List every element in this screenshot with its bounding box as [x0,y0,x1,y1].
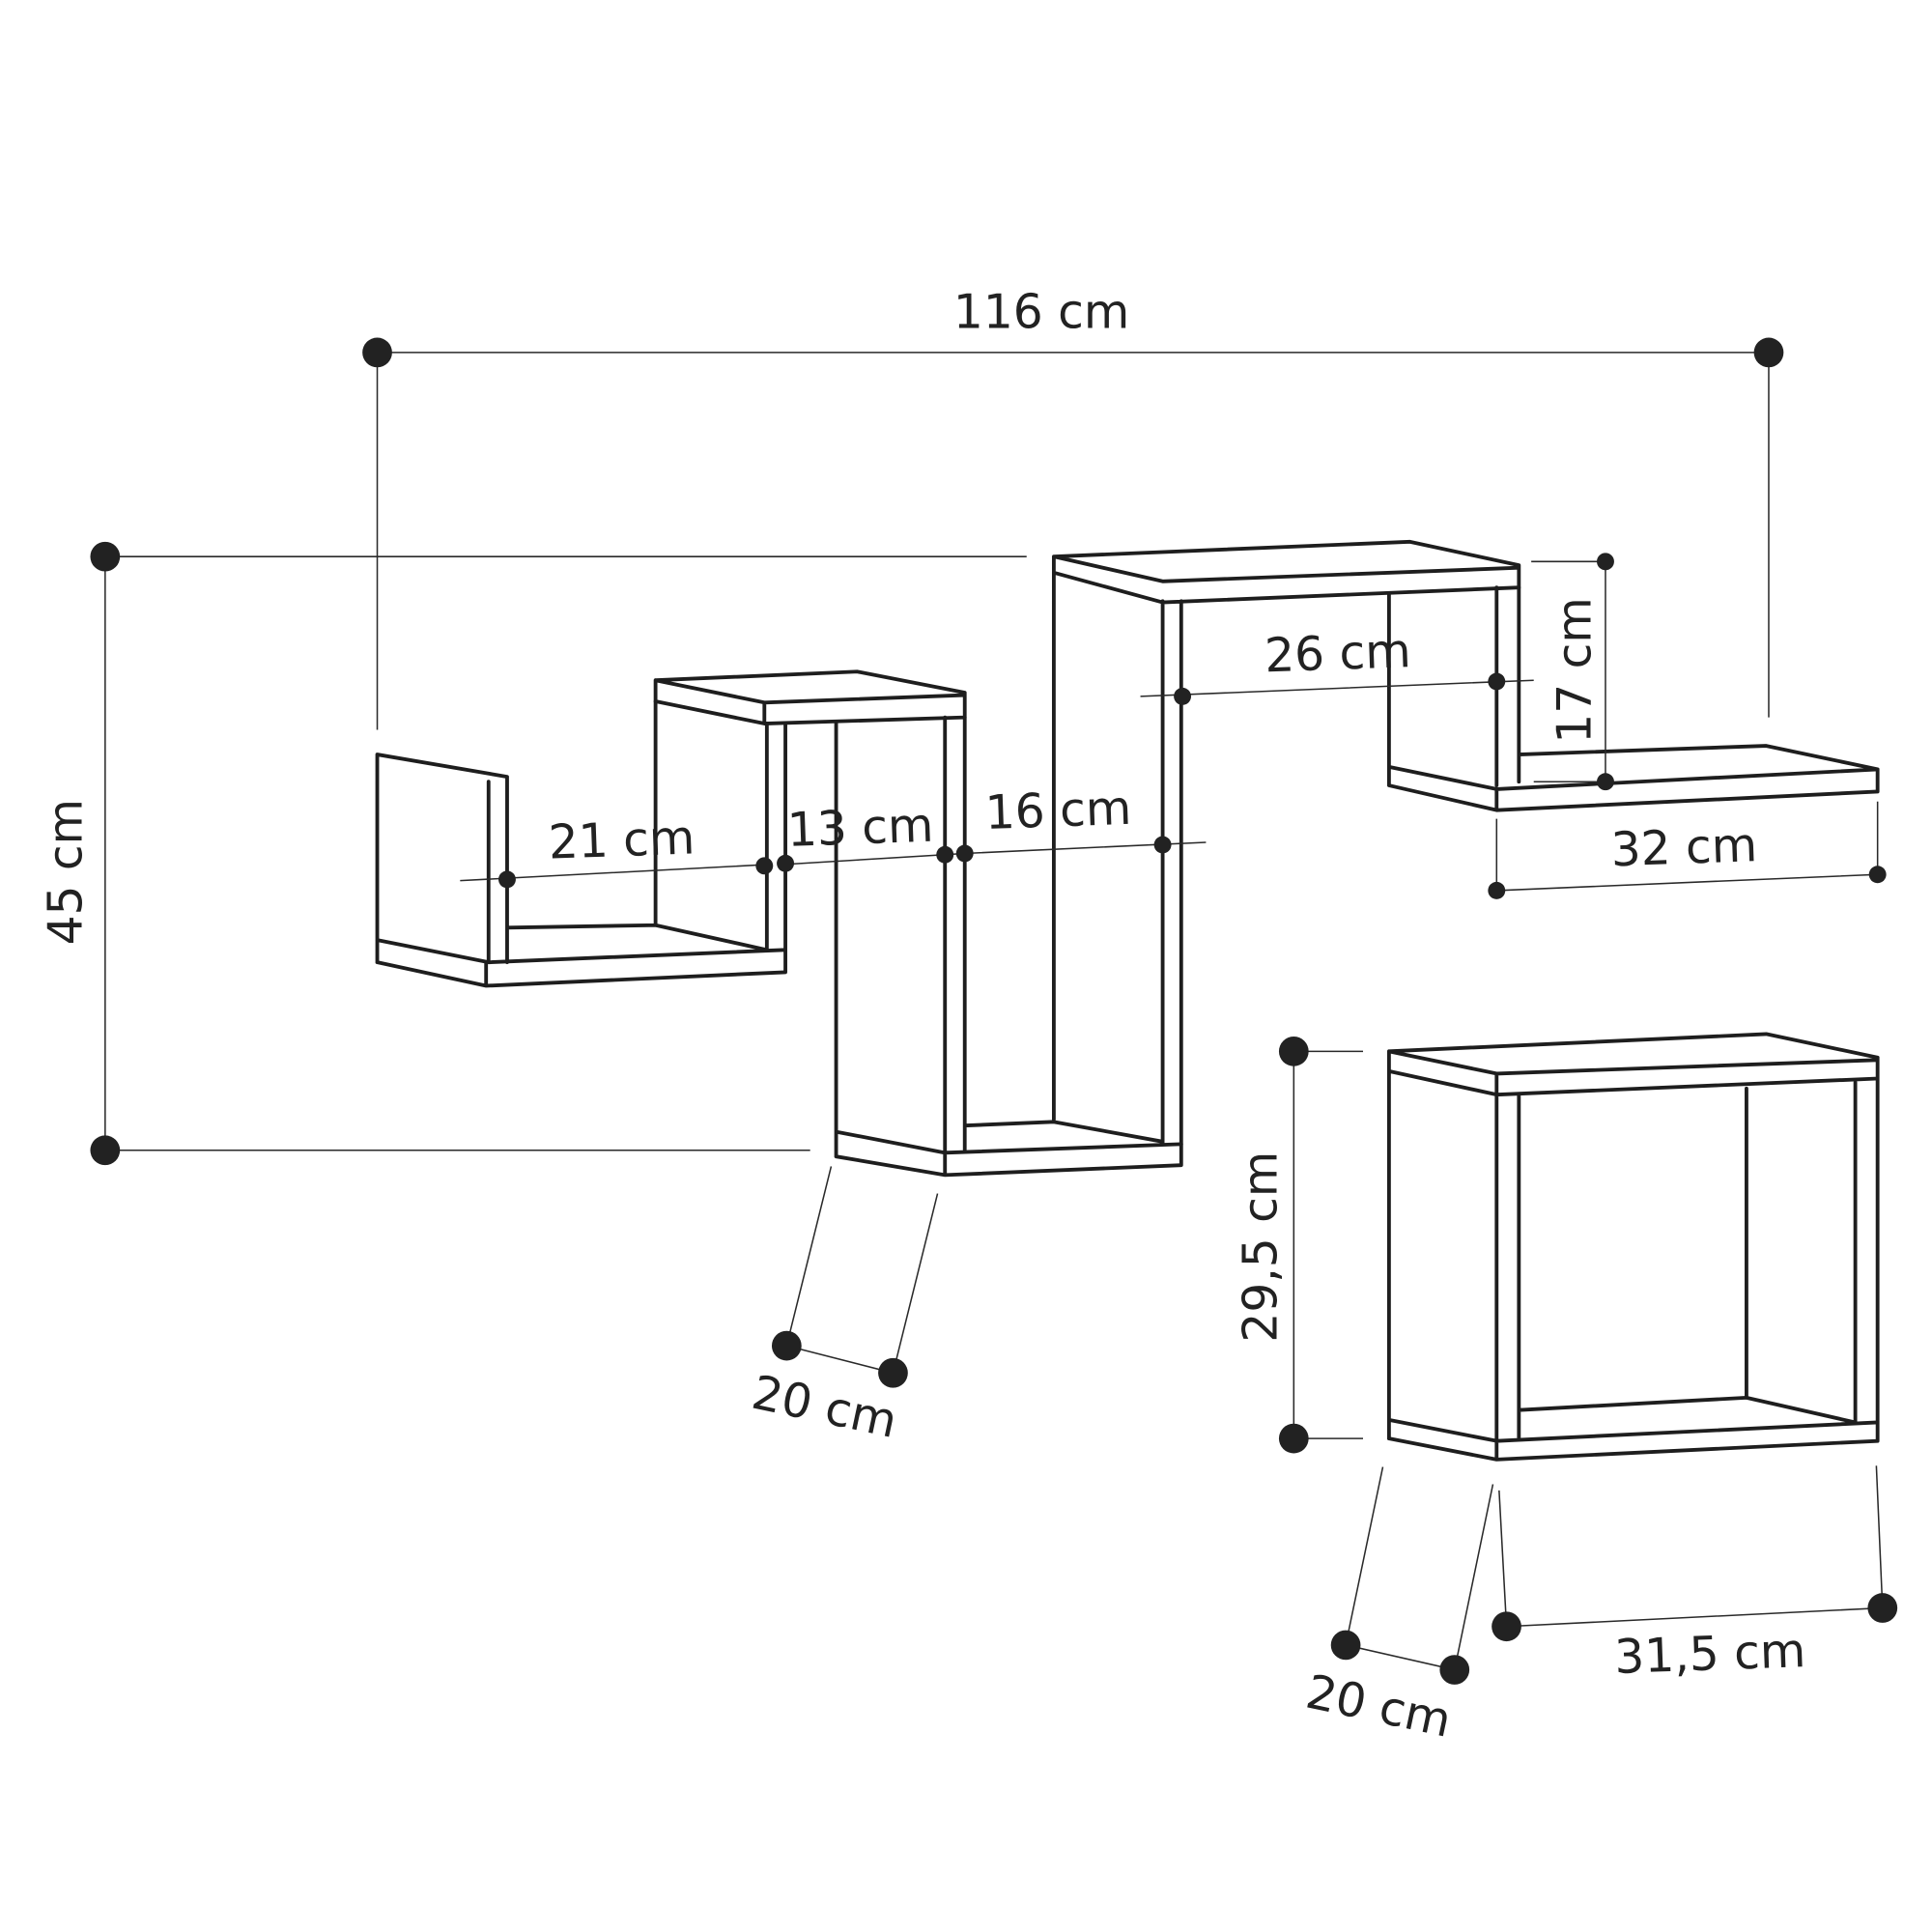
label-right-shelf-width: 32 cm [1610,818,1758,877]
dimension-dots [90,337,1898,1685]
label-total-height: 45 cm [40,799,94,945]
label-top-shelf-width: 26 cm [1264,624,1411,683]
label-cube-depth: 20 cm [1301,1665,1456,1748]
label-cube-height: 29,5 cm [1234,1151,1288,1343]
cube-shelf [1386,1032,1880,1462]
label-step-one-width: 13 cm [786,799,934,858]
label-cube-width: 31,5 cm [1613,1624,1806,1685]
label-step-two-width: 16 cm [984,781,1132,840]
label-left-shelf-width: 21 cm [548,810,696,869]
label-total-width: 116 cm [953,285,1129,339]
dimension-lines [104,352,1884,1671]
label-right-step-height: 17 cm [1548,597,1603,743]
label-main-depth: 20 cm [748,1366,902,1449]
zigzag-wall-shelf [375,539,1880,1178]
dimension-labels: 116 cm 45 cm 21 cm 13 cm 16 cm 26 cm 17 … [40,285,1807,1748]
